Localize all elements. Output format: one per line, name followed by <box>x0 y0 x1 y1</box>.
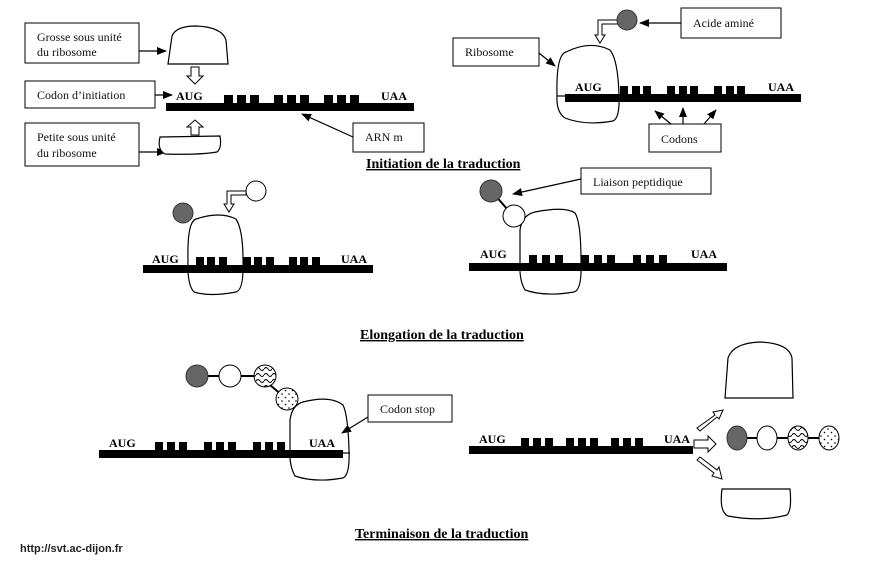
mrna-strand: AUG UAA <box>469 432 693 454</box>
codon-blocks <box>521 438 643 447</box>
label-codons: Codons <box>648 107 722 153</box>
ribosome-shape <box>519 208 582 295</box>
amino-acid-white <box>756 425 778 451</box>
elongation-panel-1: AUG UAA <box>143 180 373 296</box>
hollow-arrow-up <box>185 119 205 136</box>
start-codon-label: AUG <box>480 247 507 261</box>
start-codon-label: AUG <box>152 252 179 266</box>
mrna-strand: AUG UAA <box>469 247 727 271</box>
label-liaison-peptidique: Liaison peptidique <box>512 167 712 196</box>
codon-blocks <box>620 86 745 95</box>
label-ribosome: Ribosome <box>452 37 556 67</box>
label-acide-amine: Acide aminé <box>639 7 782 39</box>
title-initiation: Initiation de la traduction <box>366 157 521 172</box>
stop-codon-label: UAA <box>664 432 690 446</box>
svg-text:Acide aminé: Acide aminé <box>693 16 754 30</box>
hollow-arrow-down <box>185 66 205 85</box>
hollow-arrow-down-right <box>696 456 723 480</box>
stop-codon-label: UAA <box>381 89 407 103</box>
polypeptide-chain <box>726 425 840 451</box>
codon-blocks <box>155 442 285 451</box>
stop-codon-label: UAA <box>309 436 335 450</box>
amino-acid-white <box>245 180 267 202</box>
source-url: http://svt.ac-dijon.fr <box>20 543 123 555</box>
codon-blocks <box>529 255 667 264</box>
amino-acid-wavy <box>253 364 277 388</box>
elongation-panel-2: Liaison peptidique AUG UAA <box>469 167 727 295</box>
polypeptide-chain <box>185 364 299 411</box>
label-codon-stop: Codon stop <box>341 394 453 434</box>
small-subunit-shape <box>158 135 222 155</box>
amino-acid-white <box>502 204 526 228</box>
label-arn-m: ARN m <box>301 113 425 153</box>
start-codon-label: AUG <box>575 80 602 94</box>
hollow-arrow-up-right <box>696 409 724 432</box>
amino-acid-wavy <box>787 425 809 451</box>
title-elongation: Elongation de la traduction <box>360 328 524 343</box>
small-subunit-shape <box>720 488 792 520</box>
start-codon-label: AUG <box>176 89 203 103</box>
stop-codon-label: UAA <box>768 80 794 94</box>
codon-blocks <box>196 257 320 266</box>
label-grosse-sous-unite: Grosse sous unité du ribosome <box>24 22 167 64</box>
svg-text:Grosse sous unité: Grosse sous unité <box>37 30 122 44</box>
svg-text:du ribosome: du ribosome <box>37 146 97 160</box>
svg-text:ARN m: ARN m <box>365 130 403 144</box>
terminaison-panel-1: Codon stop AUG UAA <box>99 364 453 481</box>
initiation-panel-assembled: Ribosome Acide aminé <box>452 7 801 153</box>
amino-acid-dotted <box>275 387 299 411</box>
start-codon-label: AUG <box>479 432 506 446</box>
mrna-strand: AUG UAA <box>565 80 801 102</box>
ribosome-shape <box>289 398 350 481</box>
hollow-bent-arrow <box>223 190 247 213</box>
amino-acid-dotted <box>818 425 840 451</box>
hollow-bent-arrow <box>594 19 619 44</box>
amino-acid-dark <box>172 202 194 224</box>
ribosome-shape <box>187 214 244 296</box>
hollow-arrow-right <box>693 434 717 454</box>
stop-codon-label: UAA <box>691 247 717 261</box>
svg-text:Petite sous unité: Petite sous unité <box>37 130 116 144</box>
large-subunit-shape <box>167 25 229 65</box>
amino-acid-dark <box>726 425 748 451</box>
svg-text:Liaison peptidique: Liaison peptidique <box>593 175 683 189</box>
mrna-strand: AUG UAA <box>143 252 373 273</box>
amino-acid-white <box>218 364 242 388</box>
label-petite-sous-unite: Petite sous unité du ribosome <box>24 122 167 167</box>
stop-codon-label: UAA <box>341 252 367 266</box>
amino-acid-dark <box>479 179 503 203</box>
amino-acid-incoming <box>594 9 638 44</box>
codon-blocks <box>224 95 359 104</box>
svg-text:du ribosome: du ribosome <box>37 45 97 59</box>
title-terminaison: Terminaison de la traduction <box>355 527 529 542</box>
mrna-strand: AUG UAA <box>99 436 343 458</box>
svg-text:Codon d’initiation: Codon d’initiation <box>37 88 125 102</box>
svg-text:Ribosome: Ribosome <box>465 45 514 59</box>
large-subunit-shape <box>724 341 794 399</box>
initiation-panel-exploded: Grosse sous unité du ribosome Codon d’in… <box>24 22 425 167</box>
amino-acid-dark <box>185 364 209 388</box>
svg-text:Codon stop: Codon stop <box>380 402 435 416</box>
label-codon-initiation: Codon d’initiation <box>24 80 173 109</box>
svg-text:Codons: Codons <box>661 132 698 146</box>
mrna-strand: AUG UAA <box>166 89 414 111</box>
start-codon-label: AUG <box>109 436 136 450</box>
terminaison-panel-2: AUG UAA <box>469 341 840 520</box>
